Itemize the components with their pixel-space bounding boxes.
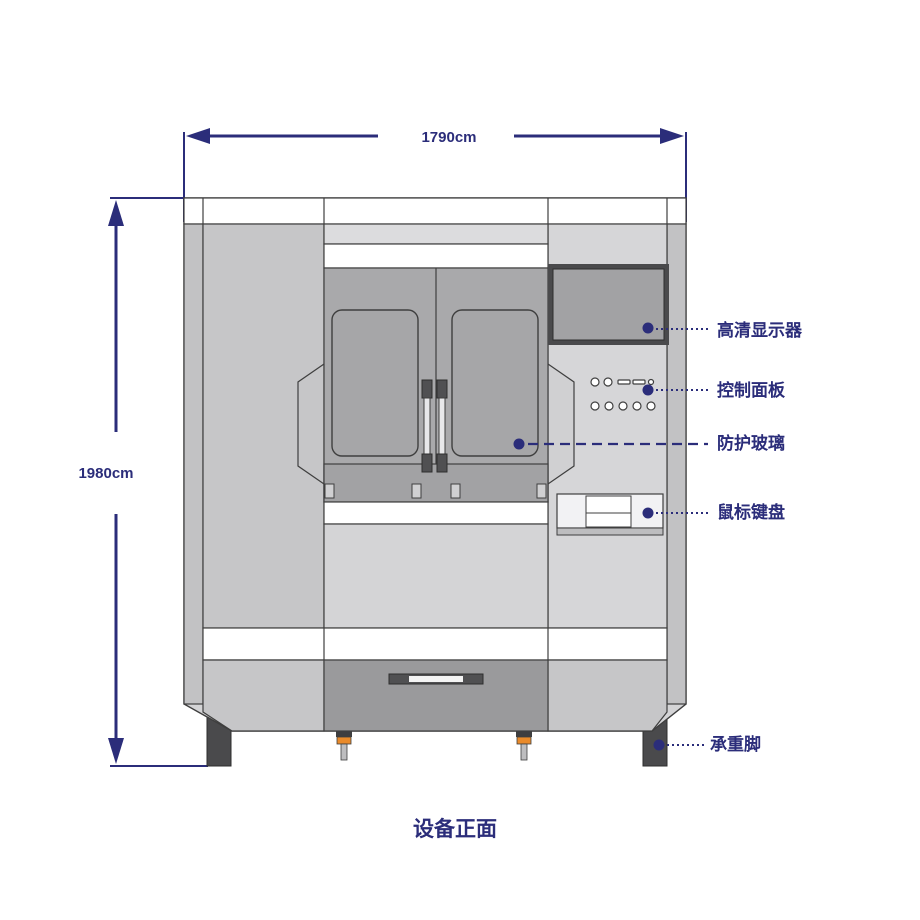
leveler-left [336, 731, 352, 761]
right-side-strip [666, 223, 687, 705]
center-middle-band [323, 501, 549, 525]
center-lower-panel [323, 523, 549, 629]
right-bulge [547, 362, 575, 486]
left-side-strip [183, 223, 204, 705]
door-handle-left [421, 379, 433, 473]
machine [183, 197, 687, 767]
glass-window-left [331, 309, 419, 457]
leveler-right [516, 731, 532, 761]
callout-feet-label: 承重脚 [710, 734, 761, 755]
arrow-down-icon [108, 738, 124, 764]
width-label: 1790cm [421, 129, 476, 146]
glass-window-right [451, 309, 539, 457]
door-latches [324, 483, 547, 499]
left-bulge [297, 362, 325, 486]
lower-band [202, 627, 668, 661]
height-dimension: 1980cm [78, 197, 208, 767]
drawer-handle[interactable] [388, 673, 484, 685]
base-right [547, 659, 668, 732]
top-band [183, 197, 687, 225]
width-dimension: 1790cm [183, 128, 687, 222]
callout-glass: 防护玻璃 [513, 433, 785, 454]
callout-keyboard: 鼠标键盘 [642, 502, 785, 523]
arrow-left-icon [186, 128, 210, 144]
callout-display-label: 高清显示器 [717, 320, 803, 341]
center-upper-band [323, 223, 549, 245]
arrow-up-icon [108, 200, 124, 226]
callout-glass-label: 防护玻璃 [717, 433, 785, 454]
drawer[interactable] [323, 659, 549, 732]
callout-feet: 承重脚 [653, 734, 761, 755]
door-handle-right [436, 379, 448, 473]
height-label: 1980cm [78, 465, 133, 482]
control-panel[interactable] [590, 377, 656, 411]
caption: 设备正面 [413, 817, 497, 841]
callout-control-panel: 控制面板 [642, 380, 786, 401]
callout-control-panel-label: 控制面板 [717, 380, 786, 401]
base-left [202, 659, 325, 732]
arrow-right-icon [660, 128, 684, 144]
callout-keyboard-label: 鼠标键盘 [717, 502, 785, 523]
callout-display: 高清显示器 [642, 320, 803, 341]
